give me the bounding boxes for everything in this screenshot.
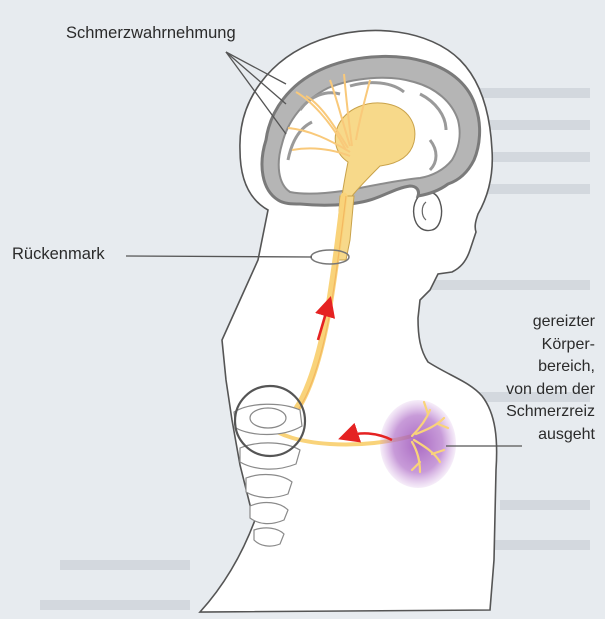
pain-perception-label: Schmerzwahrnehmung bbox=[66, 23, 236, 43]
ear-outline bbox=[414, 192, 442, 230]
stimulated-area-line: gereizter bbox=[506, 311, 595, 334]
stimulated-area-line: von dem der bbox=[506, 379, 595, 402]
stimulated-area-line: Schmerzreiz bbox=[506, 401, 595, 424]
spinal-cord-label: Rückenmark bbox=[12, 244, 105, 264]
stimulated-area-line: bereich, bbox=[506, 356, 595, 379]
stimulated-area-line: ausgeht bbox=[506, 424, 595, 447]
stimulus-area bbox=[380, 400, 456, 488]
stimulated-area-label: gereizter Körper- bereich, von dem der S… bbox=[506, 311, 595, 446]
stimulated-area-line: Körper- bbox=[506, 334, 595, 357]
